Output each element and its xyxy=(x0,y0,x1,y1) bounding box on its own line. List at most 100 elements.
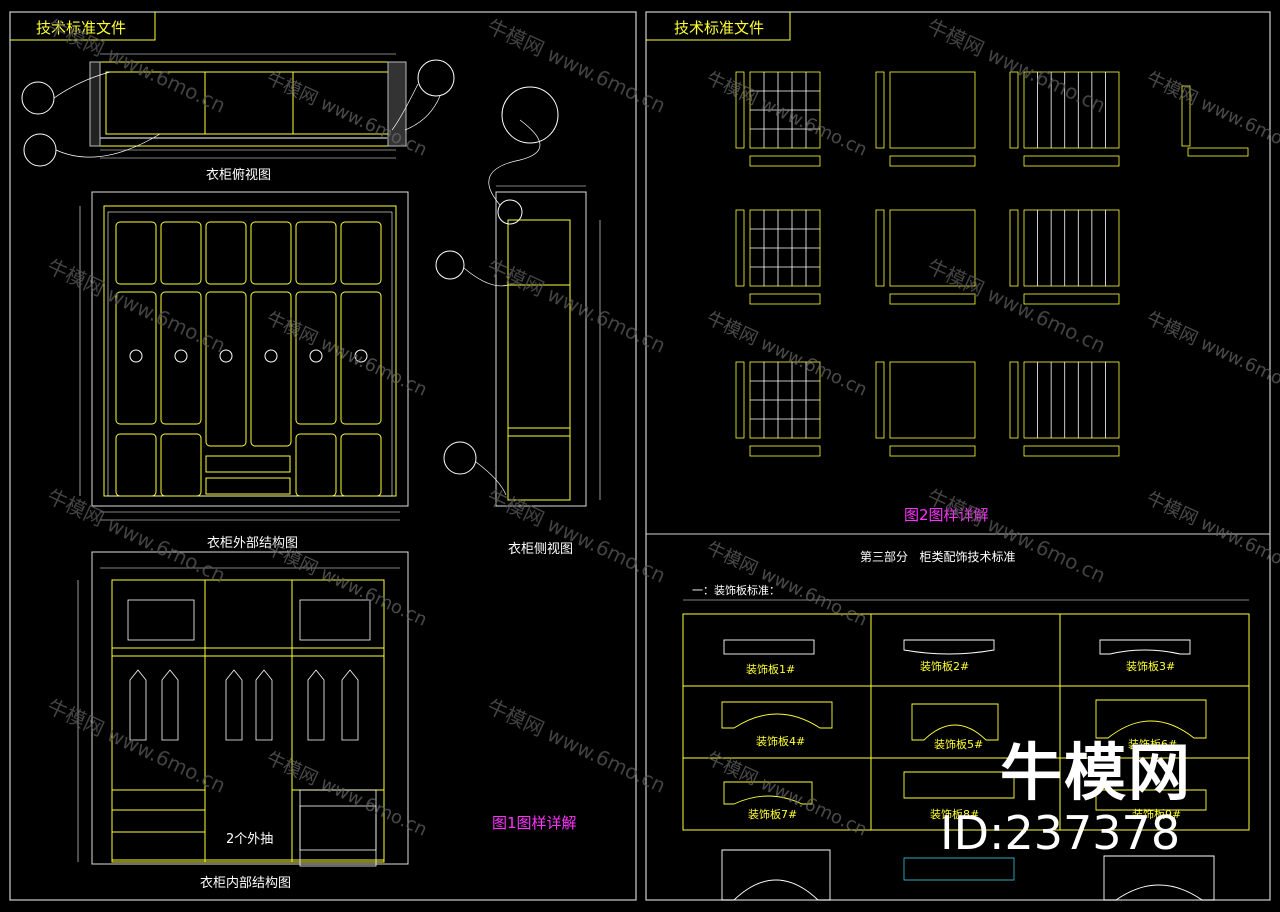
deco-panel-shape xyxy=(903,771,1015,799)
profile-detail xyxy=(1181,85,1191,147)
panel-label-3: 装饰板3# xyxy=(1126,660,1176,673)
deco-panel-shape xyxy=(903,857,1015,881)
hanging-garment xyxy=(341,669,359,741)
side-view-label: 衣柜侧视图 xyxy=(508,542,574,557)
door-panel-lower xyxy=(160,433,202,497)
folded-stack xyxy=(127,599,195,641)
sample-edge xyxy=(735,209,745,287)
exterior-elevation xyxy=(79,191,409,521)
interior-drawing xyxy=(77,551,409,867)
part3-title: 第三部分 柜类配饰技术标准 xyxy=(860,550,1016,564)
door-medallion xyxy=(174,349,188,363)
sample-section xyxy=(889,293,976,305)
door-medallion xyxy=(264,349,278,363)
door-panel-lower xyxy=(340,433,382,497)
door-panel-upper xyxy=(115,221,157,285)
door-panel-upper xyxy=(205,221,247,285)
sample-section xyxy=(1023,155,1120,167)
panel-label-7: 装饰板7# xyxy=(748,808,798,821)
deco-panel-shape xyxy=(1095,699,1207,739)
sample-section xyxy=(889,445,976,457)
deco-panel-shape xyxy=(1095,789,1207,811)
door-panel-upper xyxy=(160,221,202,285)
panel-label-1: 装饰板1# xyxy=(746,663,796,676)
trouser-rack xyxy=(299,805,377,867)
door-panel-tall xyxy=(250,291,292,447)
top-view-label: 衣柜俯视图 xyxy=(206,168,272,183)
deco-panel-shape xyxy=(1103,855,1215,901)
top-view-drawing xyxy=(21,53,559,167)
sample-edge xyxy=(875,361,885,439)
door-sample xyxy=(1023,71,1120,149)
side-view-drawing xyxy=(435,119,601,507)
door-panel-middle xyxy=(340,291,382,425)
hanging-garment xyxy=(255,669,273,741)
sample-section xyxy=(1023,293,1120,305)
door-sample xyxy=(1023,361,1120,439)
left-title-tag-box xyxy=(10,12,156,41)
left-sheet-frame xyxy=(9,11,637,901)
right-title-tag: 技术标准文件 xyxy=(674,19,765,37)
sample-section xyxy=(749,445,821,457)
deco-panel-shape xyxy=(911,703,999,741)
door-sample xyxy=(1023,209,1120,287)
figure2-caption: 图2图样详解 xyxy=(904,506,989,524)
deco-panel-shape xyxy=(723,781,813,805)
profile-detail xyxy=(1187,147,1249,157)
drawer-front xyxy=(205,477,291,495)
sample-edge xyxy=(875,71,885,149)
sample-section xyxy=(889,155,976,167)
panel-label-2: 装饰板2# xyxy=(920,660,970,673)
right-sheet-frame xyxy=(645,11,1271,901)
deco-panel-table xyxy=(682,599,1250,831)
panel-label-4: 装饰板4# xyxy=(756,735,806,748)
trouser-rack xyxy=(299,789,377,851)
door-sample xyxy=(889,71,976,149)
left-title-tag: 技术标准文件 xyxy=(36,19,127,37)
door-panel-middle xyxy=(295,291,337,425)
door-medallion xyxy=(219,349,233,363)
door-panel-middle xyxy=(115,291,157,425)
door-panel-upper xyxy=(250,221,292,285)
door-panel-upper xyxy=(340,221,382,285)
deco-heading: 一：装饰板标准： xyxy=(692,584,780,597)
deco-panel-shape xyxy=(723,639,815,655)
sample-edge xyxy=(875,209,885,287)
deco-panel-shape xyxy=(721,849,831,901)
sample-edge xyxy=(1009,361,1019,439)
door-panel-lower xyxy=(295,433,337,497)
panel-label-6: 装饰板6# xyxy=(1128,738,1178,751)
drawer-front xyxy=(205,455,291,473)
door-panel-upper xyxy=(295,221,337,285)
door-panel-tall xyxy=(205,291,247,447)
panel-label-9: 装饰板9# xyxy=(1132,808,1182,821)
brand-id: ID:237378 xyxy=(940,806,1181,860)
interior-label: 衣柜内部结构图 xyxy=(200,876,292,891)
door-sample-grid xyxy=(735,71,1249,457)
figure1-caption: 图1图样详解 xyxy=(492,814,577,832)
door-panel-middle xyxy=(160,291,202,425)
panel-label-8: 装饰板8# xyxy=(930,808,980,821)
deco-panel-shape xyxy=(903,639,995,655)
brand-logo: 牛模网 xyxy=(1000,736,1193,809)
hanging-garment xyxy=(161,669,179,741)
door-medallion xyxy=(309,349,323,363)
hanging-garment xyxy=(307,669,325,741)
sample-edge xyxy=(735,361,745,439)
deco-panel-shape xyxy=(1099,639,1191,655)
sample-edge xyxy=(1009,209,1019,287)
drawer-note: 2个外抽 xyxy=(226,832,274,847)
right-title-tag-box xyxy=(646,12,791,41)
hanging-garment xyxy=(225,669,243,741)
door-medallion xyxy=(354,349,368,363)
door-medallion xyxy=(129,349,143,363)
deco-panel-shapes xyxy=(721,639,1215,901)
deco-panel-shape xyxy=(721,701,833,729)
sample-edge xyxy=(735,71,745,149)
exterior-label: 衣柜外部结构图 xyxy=(207,536,299,551)
door-panel-lower xyxy=(115,433,157,497)
panel-label-5: 装饰板5# xyxy=(934,738,984,751)
door-sample xyxy=(889,361,976,439)
sample-section xyxy=(1023,445,1120,457)
